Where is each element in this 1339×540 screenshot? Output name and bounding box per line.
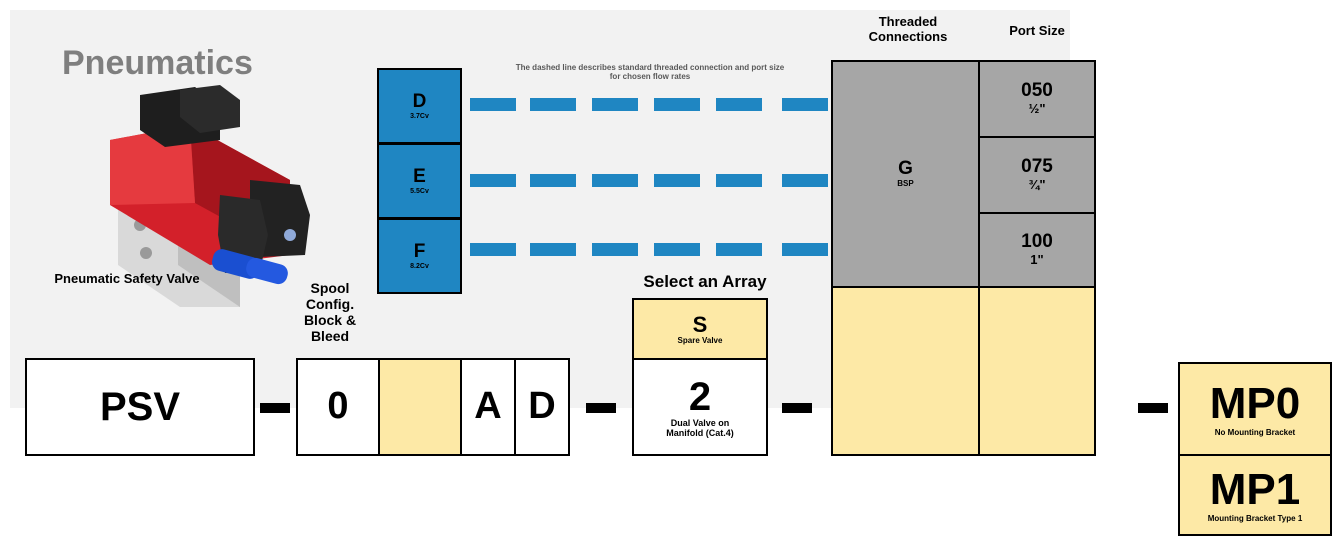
array-2-desc: Dual Valve on Manifold (Cat.4) (666, 418, 734, 438)
dash-segment (470, 174, 516, 187)
mounting-option-mp1: MP1 Mounting Bracket Type 1 (1178, 454, 1332, 536)
separator-dash-4 (1138, 403, 1168, 413)
port-size-heading: Port Size (1009, 23, 1065, 38)
dash-segment (592, 243, 638, 256)
array-heading: Select an Array (643, 272, 767, 291)
flow-rate-d: D 3.7Cv (377, 68, 462, 144)
dash-segment (530, 98, 576, 111)
port-size-100: 100 1" (978, 212, 1096, 288)
letter-d-box: D (514, 358, 570, 456)
code-prefix-box: PSV (25, 358, 255, 456)
flow-rate-e-code: E (413, 165, 426, 187)
letter-a-box: A (460, 358, 516, 456)
mp0-code: MP0 (1209, 379, 1301, 429)
port-100-code: 100 (1021, 231, 1053, 253)
array-s-code: S (692, 311, 708, 337)
port-size-050: 050 ½" (978, 60, 1096, 138)
page-title: Pneumatics (62, 44, 253, 82)
dash-segment (530, 174, 576, 187)
threaded-code: G (898, 158, 913, 180)
dash-segment (782, 98, 828, 111)
threaded-heading: Threaded Connections (868, 14, 948, 44)
flow-rate-d-cv: 3.7Cv (410, 112, 429, 120)
separator-dash-2 (586, 403, 616, 413)
dash-segment (654, 98, 700, 111)
port-075-code: 075 (1021, 156, 1053, 178)
product-caption: Pneumatic Safety Valve (54, 271, 200, 286)
flow-rate-f: F 8.2Cv (377, 218, 462, 294)
array-2-code: 2 (688, 375, 712, 420)
separator-dash-3 (782, 403, 812, 413)
flow-rate-f-code: F (413, 240, 426, 262)
spool-code: 0 (327, 385, 349, 428)
threaded-empty-box (831, 286, 980, 456)
dashed-line-note: The dashed line describes standard threa… (515, 63, 785, 82)
dash-segment (470, 243, 516, 256)
spool-heading: Spool Config. Block & Bleed (303, 280, 357, 345)
mp1-desc: Mounting Bracket Type 1 (1207, 513, 1303, 523)
dash-segment (654, 243, 700, 256)
dash-segment (716, 174, 762, 187)
mounting-option-mp0: MP0 No Mounting Bracket (1178, 362, 1332, 456)
port-050-code: 050 (1021, 80, 1053, 102)
mp1-code: MP1 (1209, 465, 1301, 515)
letter-d: D (528, 385, 556, 428)
spool-empty-box (378, 358, 462, 456)
mp0-desc: No Mounting Bracket (1214, 427, 1296, 437)
dash-segment (782, 174, 828, 187)
code-prefix: PSV (99, 385, 181, 429)
port-empty-box (978, 286, 1096, 456)
array-option-s: S Spare Valve (632, 298, 768, 360)
threaded-bsp-box: G BSP (831, 60, 980, 288)
port-100-size: 1" (1030, 252, 1044, 268)
dash-segment (716, 98, 762, 111)
flow-rate-f-cv: 8.2Cv (410, 262, 429, 270)
letter-a: A (474, 385, 502, 428)
flow-rate-e-cv: 5.5Cv (410, 187, 429, 195)
dash-segment (592, 174, 638, 187)
dash-segment (530, 243, 576, 256)
port-size-075: 075 ¾" (978, 136, 1096, 214)
spool-box: 0 (296, 358, 380, 456)
dash-segment (716, 243, 762, 256)
dash-segment (782, 243, 828, 256)
flow-rate-d-code: D (412, 90, 427, 112)
array-option-2: 2 Dual Valve on Manifold (Cat.4) (632, 358, 768, 456)
separator-dash-1 (260, 403, 290, 413)
port-075-size: ¾" (1028, 177, 1046, 193)
dash-segment (470, 98, 516, 111)
threaded-desc: BSP (897, 179, 914, 189)
array-s-desc: Spare Valve (677, 335, 723, 345)
pneumatic-valve-image (110, 85, 310, 307)
dash-segment (592, 98, 638, 111)
flow-rate-e: E 5.5Cv (377, 143, 462, 219)
port-050-size: ½" (1028, 101, 1046, 117)
dash-segment (654, 174, 700, 187)
